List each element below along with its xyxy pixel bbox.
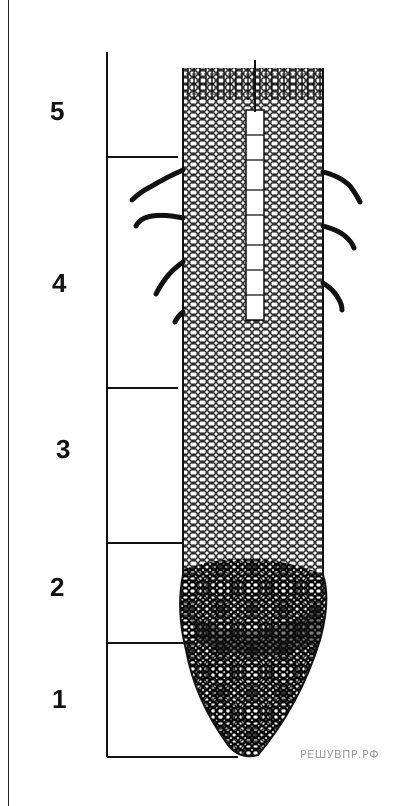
zone-label-2: 2 bbox=[50, 572, 64, 603]
zone-label-3: 3 bbox=[56, 434, 70, 465]
root-hairs-right bbox=[323, 172, 360, 310]
zone-label-1: 1 bbox=[52, 684, 66, 715]
watermark: РЕШУВПР.РФ bbox=[300, 748, 379, 761]
root-hair bbox=[156, 262, 183, 294]
root-hair bbox=[323, 283, 342, 310]
root-hair bbox=[175, 312, 183, 322]
root-hair bbox=[136, 215, 183, 226]
zone-label-5: 5 bbox=[50, 96, 64, 127]
root-cap bbox=[180, 559, 327, 757]
root-hair bbox=[132, 170, 183, 200]
root-hair bbox=[323, 226, 354, 248]
root-hairs-left bbox=[132, 170, 183, 322]
root-hair bbox=[323, 172, 360, 202]
zone-label-4: 4 bbox=[52, 268, 66, 299]
